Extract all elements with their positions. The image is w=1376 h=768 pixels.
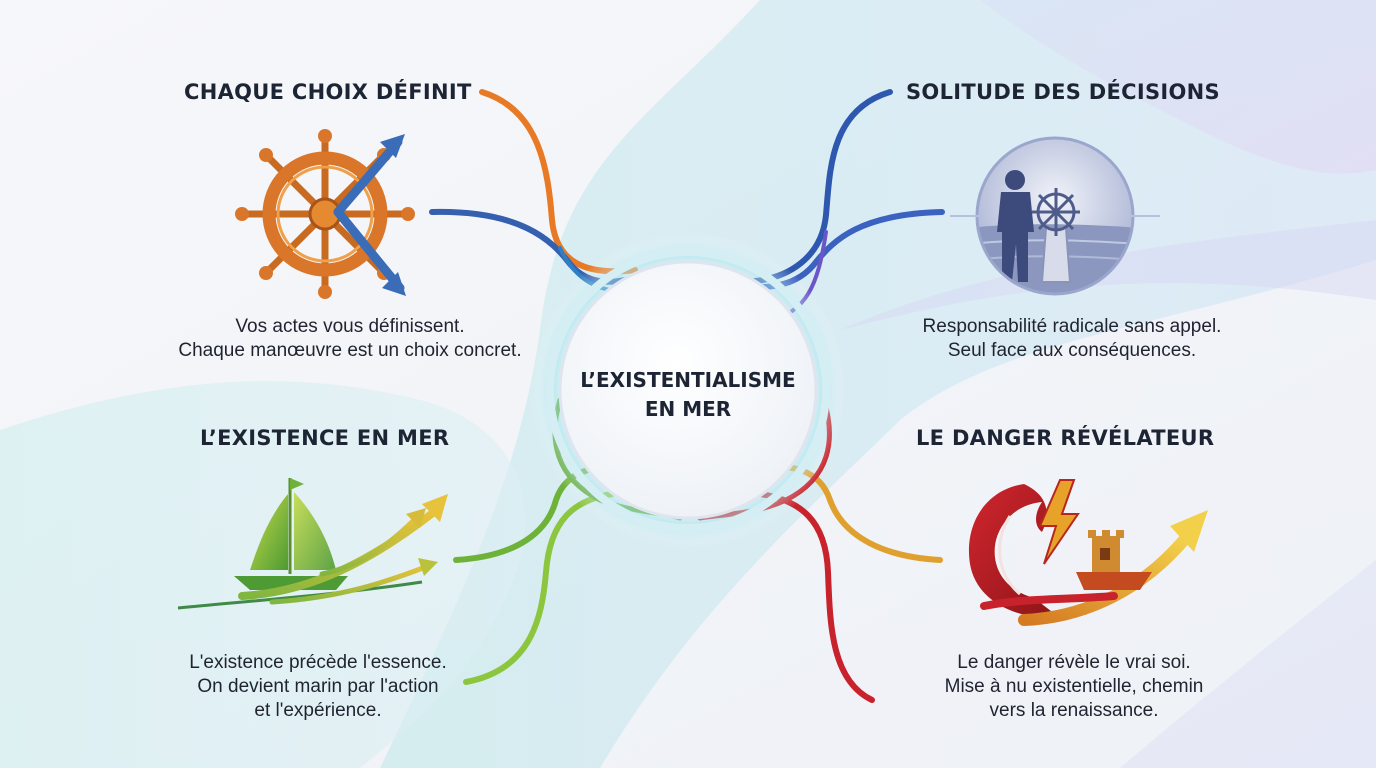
top-right-desc-line-2: Seul face aux conséquences. bbox=[947, 340, 1197, 361]
wave-lightning-ship-icon bbox=[968, 479, 1208, 626]
bottom-right-desc-line-3: vers la renaissance. bbox=[989, 700, 1159, 721]
lone-sailor-icon bbox=[950, 136, 1160, 296]
ship bbox=[1076, 530, 1152, 590]
bottom-left-desc-line-3: et l'expérience. bbox=[254, 700, 382, 721]
top-right-title: SOLITUDE DES DÉCISIONS bbox=[906, 80, 1220, 104]
top-right-description: Responsabilité radicale sans appel. Seul… bbox=[882, 315, 1262, 363]
bottom-left-desc-line-2: On devient marin par l'action bbox=[197, 676, 439, 697]
top-left-description: Vos actes vous définissent. Chaque manœu… bbox=[160, 315, 540, 363]
bottom-left-title: L’EXISTENCE EN MER bbox=[200, 426, 450, 450]
bottom-left-desc-line-1: L'existence précède l'essence. bbox=[189, 652, 447, 673]
center-node bbox=[530, 232, 846, 548]
center-title-line-2: EN MER bbox=[644, 397, 732, 421]
bottom-right-desc-line-1: Le danger révèle le vrai soi. bbox=[957, 652, 1191, 673]
top-right-desc-line-1: Responsabilité radicale sans appel. bbox=[922, 316, 1222, 337]
sailboat-arrows-icon bbox=[177, 478, 448, 610]
top-left-desc-line-1: Vos actes vous définissent. bbox=[235, 316, 465, 337]
bottom-left-description: L'existence précède l'essence. On devien… bbox=[128, 651, 508, 723]
center-title-line-1: L’EXISTENTIALISME bbox=[580, 368, 796, 392]
bottom-right-desc-line-2: Mise à nu existentielle, chemin bbox=[944, 676, 1204, 697]
ship-wheel-arrow-icon bbox=[235, 129, 415, 299]
bottom-right-description: Le danger révèle le vrai soi. Mise à nu … bbox=[884, 651, 1264, 723]
bottom-right-title: LE DANGER RÉVÉLATEUR bbox=[916, 426, 1215, 450]
top-left-title: CHAQUE CHOIX DÉFINIT bbox=[184, 80, 472, 104]
center-title: L’EXISTENTIALISME EN MER bbox=[543, 366, 833, 424]
top-left-desc-line-2: Chaque manœuvre est un choix concret. bbox=[178, 340, 522, 361]
